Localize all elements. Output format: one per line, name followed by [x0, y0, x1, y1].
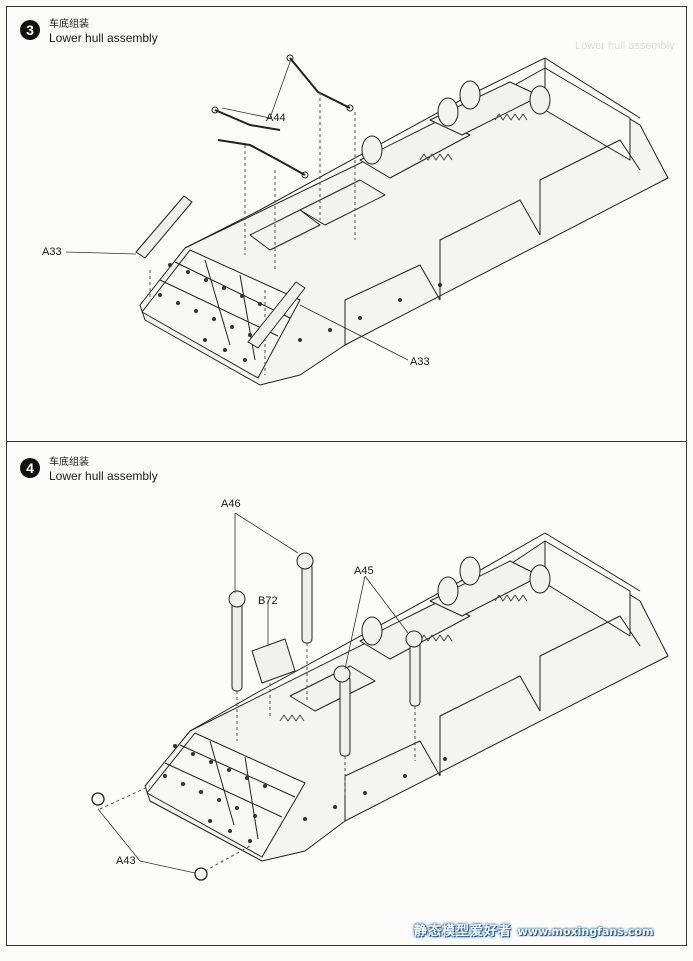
step-4-title-en: Lower hull assembly	[49, 469, 158, 483]
watermark: 静态模型爱好者 www.moxingfans.com	[414, 920, 664, 939]
step-4-hull-drawing	[91, 512, 669, 881]
bleed-through-text: Lower hull assembly	[575, 40, 675, 52]
step-3-header: 3 车底组装 Lower hull assembly	[20, 18, 158, 46]
section-divider	[6, 441, 687, 442]
callout-a46: A46	[221, 498, 241, 510]
step-4-number-badge: 4	[20, 458, 40, 478]
step-4-title-zh: 车底组装	[49, 457, 89, 468]
step-4-header: 4 车底组装 Lower hull assembly	[20, 456, 158, 484]
step-3-title-zh: 车底组装	[49, 19, 89, 30]
callout-a33-left: A33	[42, 246, 62, 258]
step-3-number-badge: 3	[20, 20, 40, 40]
callout-a43: A43	[116, 855, 136, 867]
callout-a44: A44	[266, 112, 286, 124]
step-3-title-en: Lower hull assembly	[49, 31, 158, 45]
callout-a45: A45	[354, 565, 374, 577]
callout-b72: B72	[258, 595, 278, 607]
watermark-url: www.moxingfans.com	[517, 925, 654, 938]
callout-a33-right: A33	[410, 356, 430, 368]
watermark-name: 静态模型爱好者	[414, 924, 513, 939]
step-3-hull-drawing	[65, 54, 669, 386]
